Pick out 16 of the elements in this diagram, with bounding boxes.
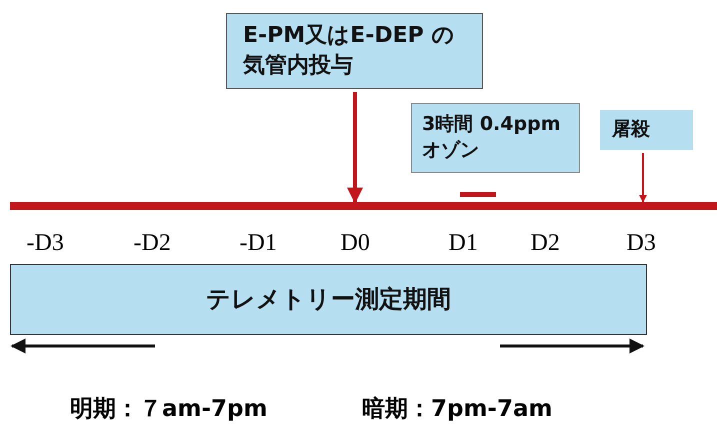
arrow: [347, 92, 363, 204]
day-label: -D2: [134, 230, 171, 257]
annotation-box: E-PM又はE-DEP の気管内投与: [226, 13, 483, 89]
dark-period-label: 暗期：7pm-7am: [362, 395, 552, 424]
arrow: [639, 153, 647, 203]
light-period-label: 明期：７am-7pm: [70, 395, 268, 424]
annotation-box: 3時間 0.4ppmオゾン: [411, 103, 580, 173]
day-label: D3: [626, 230, 656, 257]
day-label: -D3: [26, 230, 64, 257]
annotation-box: 屠殺: [600, 110, 693, 150]
day-label: D2: [530, 230, 560, 257]
period-box: テレメトリー測定期間: [10, 264, 647, 335]
day-label: -D1: [240, 230, 277, 257]
day-label: D1: [448, 230, 478, 257]
day-label: D0: [340, 230, 370, 257]
timeline-bar: [10, 202, 717, 210]
